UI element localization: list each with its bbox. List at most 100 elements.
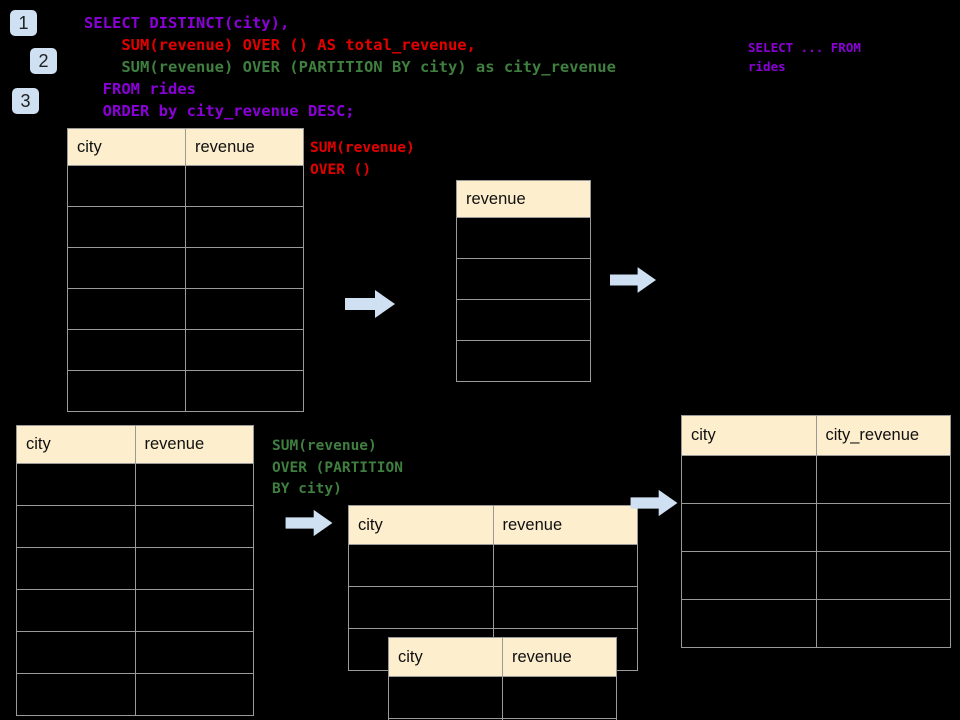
table-row [348, 586, 638, 629]
cell-city-revenue [815, 599, 951, 648]
cell-city-revenue [815, 503, 951, 552]
cell-city [16, 547, 136, 590]
cell-city [681, 599, 817, 648]
table-row [456, 299, 591, 341]
table-header-row: city revenue [16, 425, 254, 464]
table-result-city-revenue: city city_revenue [681, 415, 951, 648]
table-row [16, 589, 254, 632]
sql-query-block: SELECT DISTINCT(city), SUM(revenue) OVER… [84, 12, 616, 122]
sql-line-city-revenue: SUM(revenue) OVER (PARTITION BY city) as… [84, 58, 616, 76]
flow-arrow-right-icon [630, 489, 678, 517]
flow-arrow-right-icon [285, 509, 333, 537]
cell-revenue [456, 340, 591, 382]
table-row [67, 165, 304, 207]
cell-revenue [492, 544, 638, 587]
step-badge-1: 1 [10, 10, 37, 36]
table-row [67, 370, 304, 412]
table-row [16, 505, 254, 548]
cell-revenue [185, 165, 304, 207]
table-row [348, 544, 638, 587]
cell-revenue [502, 676, 617, 719]
table-row [16, 631, 254, 674]
sql-line-select: SELECT DISTINCT(city), [84, 14, 290, 32]
table-body [16, 463, 254, 716]
table-row [67, 247, 304, 289]
table-header-row: city revenue [348, 505, 638, 545]
column-header-revenue: revenue [185, 128, 304, 166]
cell-city [67, 165, 186, 207]
cell-city [348, 586, 494, 629]
cell-city [67, 370, 186, 412]
table-row [681, 503, 951, 552]
cell-revenue [185, 206, 304, 248]
table-row [456, 258, 591, 300]
cell-revenue [134, 589, 254, 632]
flow-arrow-right-icon [345, 290, 395, 318]
table-row [16, 547, 254, 590]
table-row [67, 288, 304, 330]
column-header-revenue: revenue [456, 180, 591, 218]
table-body [456, 217, 591, 382]
table-header-row: city revenue [388, 637, 617, 677]
cell-city [348, 544, 494, 587]
cell-revenue [134, 505, 254, 548]
table-row [388, 718, 617, 720]
cell-revenue [492, 586, 638, 629]
table-body [681, 455, 951, 648]
table-header-row: city revenue [67, 128, 304, 166]
table-row [67, 206, 304, 248]
annotation-sum-over-empty: SUM(revenue) OVER () [310, 140, 415, 178]
cell-revenue [134, 463, 254, 506]
table-row [456, 217, 591, 259]
cell-city [681, 503, 817, 552]
cell-revenue [456, 217, 591, 259]
cell-city [67, 247, 186, 289]
table-row [681, 599, 951, 648]
cell-city [67, 288, 186, 330]
sql-line-from: FROM rides [84, 80, 196, 98]
table-row [681, 455, 951, 504]
cell-revenue [134, 631, 254, 674]
sql-side-note: SELECT ... FROM rides [748, 40, 861, 74]
cell-city [388, 676, 503, 719]
cell-city-revenue [815, 551, 951, 600]
table-header-row: city city_revenue [681, 415, 951, 456]
table-body [67, 165, 304, 412]
cell-city [16, 505, 136, 548]
sql-line-order-by: ORDER by city_revenue DESC; [84, 102, 355, 120]
cell-revenue [134, 673, 254, 716]
table-row [67, 329, 304, 371]
cell-revenue [502, 718, 617, 720]
cell-city [16, 589, 136, 632]
table-header-row: revenue [456, 180, 591, 218]
table-rides-source-bottom: city revenue [16, 425, 254, 716]
column-header-revenue: revenue [134, 425, 254, 464]
cell-city [67, 329, 186, 371]
table-body [388, 676, 617, 720]
cell-city [16, 463, 136, 506]
table-row [456, 340, 591, 382]
column-header-city: city [348, 505, 494, 545]
cell-revenue [456, 299, 591, 341]
cell-city [16, 673, 136, 716]
cell-city [681, 551, 817, 600]
cell-revenue [134, 547, 254, 590]
step-badge-3: 3 [12, 88, 39, 114]
flow-arrow-right-icon [610, 267, 656, 293]
cell-city [681, 455, 817, 504]
column-header-city: city [16, 425, 136, 464]
cell-revenue [185, 288, 304, 330]
table-row [388, 676, 617, 719]
table-row [16, 673, 254, 716]
cell-revenue [185, 370, 304, 412]
cell-revenue [185, 247, 304, 289]
column-header-city: city [681, 415, 817, 456]
cell-city [67, 206, 186, 248]
column-header-city: city [388, 637, 503, 677]
table-row [16, 463, 254, 506]
table-row [681, 551, 951, 600]
cell-city-revenue [815, 455, 951, 504]
annotation-sum-over-partition: SUM(revenue) OVER (PARTITION BY city) [272, 438, 403, 497]
table-rides-source-top: city revenue [67, 128, 304, 412]
